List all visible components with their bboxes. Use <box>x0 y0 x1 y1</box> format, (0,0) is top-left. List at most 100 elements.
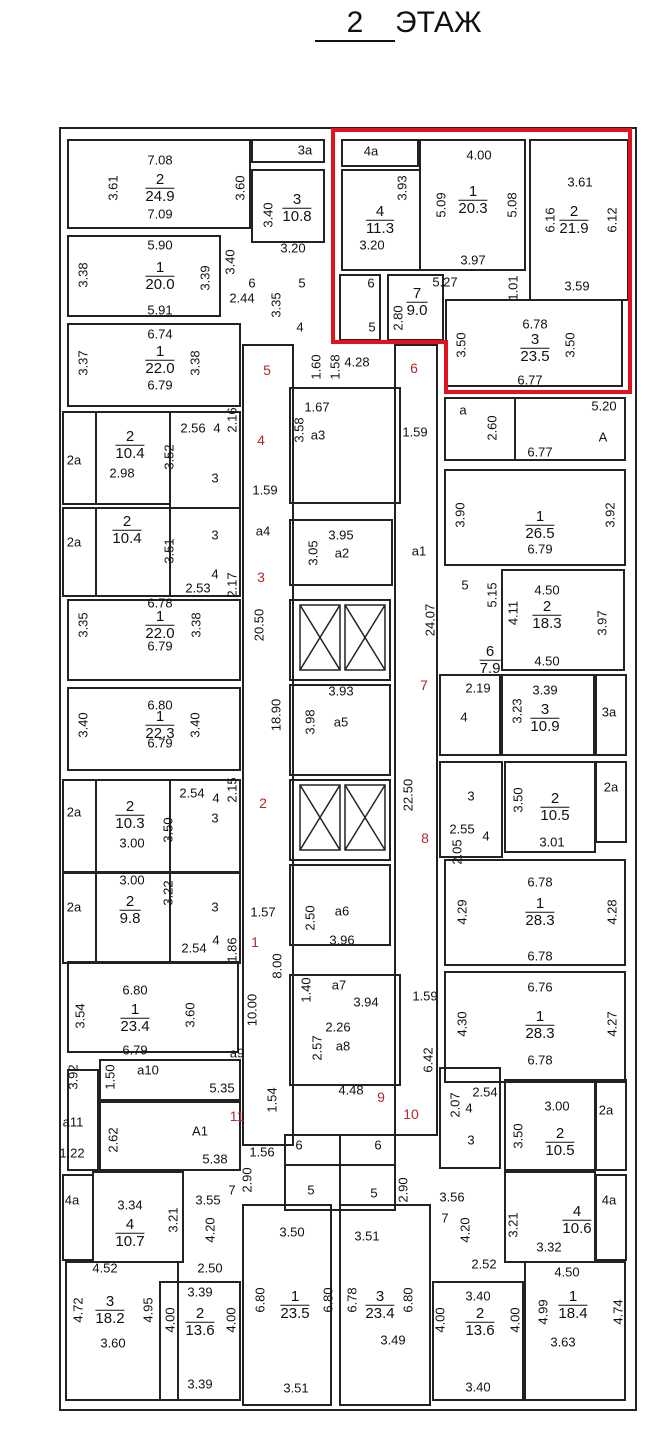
dimension-label: 4 <box>465 1100 473 1116</box>
dimension-label: 8.00 <box>269 953 285 979</box>
dimension-label: 2a <box>603 779 619 795</box>
dimension-label: 2.90 <box>395 1177 411 1203</box>
dimension-label: 2.26 <box>325 1019 351 1035</box>
wall <box>595 1079 627 1171</box>
dimension-label: 6 <box>248 275 256 291</box>
room-area: 20.3 <box>458 199 488 217</box>
dimension-label: 3.39 <box>532 682 558 698</box>
dimension-label: 5.38 <box>202 1151 228 1167</box>
dimension-label: 4a <box>601 1192 617 1208</box>
dimension-label: 4.74 <box>610 1299 626 1325</box>
wall <box>62 507 97 597</box>
room-number: 4 <box>365 203 395 221</box>
room-area: 9.0 <box>406 301 428 319</box>
dimension-label: a8 <box>335 1038 351 1054</box>
elevator-shaft-icon <box>299 784 341 851</box>
dimension-label: 6.78 <box>522 316 548 332</box>
dimension-label: 2.50 <box>302 905 318 931</box>
dimension-label: 3.90 <box>452 502 468 528</box>
dimension-label: 2.54 <box>181 940 207 956</box>
dimension-label: 3.51 <box>283 1380 309 1396</box>
wall <box>419 139 526 271</box>
wall <box>444 859 626 966</box>
dimension-label: 6.80 <box>122 982 148 998</box>
wall <box>62 411 97 505</box>
dimension-label: 5 <box>298 275 306 291</box>
dimension-label: 4.72 <box>70 1297 86 1323</box>
room-area: 10.4 <box>112 529 142 547</box>
room-area: 10.5 <box>545 1141 575 1159</box>
dimension-label: 1.22 <box>59 1145 85 1161</box>
dimension-label: 2.05 <box>449 839 465 865</box>
room-number: 3 <box>365 1288 395 1306</box>
dimension-label: 4 <box>211 566 219 582</box>
room-number: 4 <box>115 1216 145 1234</box>
dimension-label: 3.52 <box>161 444 177 470</box>
section-marker: 2 <box>259 795 267 811</box>
dimension-label: 6.80 <box>400 1287 416 1313</box>
dimension-label: 6 <box>295 1137 303 1153</box>
dimension-label: 3.32 <box>536 1239 562 1255</box>
dimension-label: a6 <box>334 903 350 919</box>
dimension-label: 3.60 <box>100 1335 126 1351</box>
room-area: 22.0 <box>145 359 175 377</box>
dimension-label: 3 <box>211 810 219 826</box>
dimension-label: 6.80 <box>320 1287 336 1313</box>
room-number: 1 <box>145 343 175 361</box>
dimension-label: 5.90 <box>147 237 173 253</box>
dimension-label: 4.50 <box>534 653 560 669</box>
room-number: 2 <box>532 598 562 616</box>
room-number: 3 <box>282 191 312 209</box>
wall <box>251 139 325 163</box>
dimension-label: 6.77 <box>517 372 543 388</box>
dimension-label: 3 <box>467 788 475 804</box>
section-marker: 9 <box>377 1089 385 1105</box>
section-marker: 5 <box>263 362 271 378</box>
dimension-label: 6.77 <box>527 444 553 460</box>
dimension-label: 3.93 <box>328 683 354 699</box>
room-area: 7.9 <box>479 659 501 677</box>
dimension-label: 3.20 <box>359 237 385 253</box>
dimension-label: 6.12 <box>604 207 620 233</box>
selected-apartment-outline[interactable] <box>331 128 632 394</box>
room-area: 22.0 <box>145 624 175 642</box>
floor-number: 2 <box>315 6 395 42</box>
dimension-label: a10 <box>137 1062 159 1078</box>
dimension-label: 2.54 <box>472 1084 498 1100</box>
dimension-label: 6.80 <box>147 697 173 713</box>
room-area: 10.9 <box>530 717 560 735</box>
dimension-label: 4.00 <box>162 1307 178 1333</box>
